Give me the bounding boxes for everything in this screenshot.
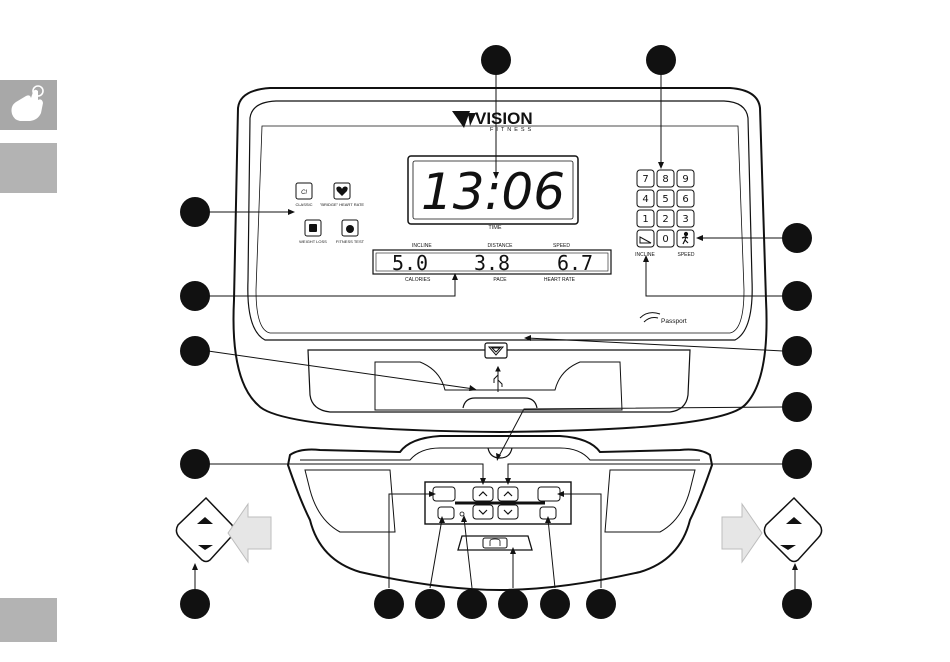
program-weight-loss-label: WEIGHT LOSS [299, 239, 327, 244]
scale-icon [309, 224, 317, 232]
keypad-key-6[interactable]: 6 [677, 190, 694, 207]
keypad-key-0[interactable]: 0 [657, 230, 674, 247]
vision-logo: VISION FITNESS [452, 109, 534, 133]
callout-circle [180, 281, 210, 311]
keypad-key-2[interactable]: 2 [657, 210, 674, 227]
svg-text:2: 2 [662, 214, 668, 225]
svg-text:9: 9 [682, 174, 688, 185]
keypad-key-5[interactable]: 5 [657, 190, 674, 207]
svg-text:3: 3 [682, 214, 688, 225]
center-badge [485, 343, 507, 358]
arrow-right-icon [722, 504, 762, 562]
matrix-bottom-label-2: PACE [493, 277, 507, 283]
apple-icon [346, 225, 354, 233]
program-heart-rate-label: "BRIDGE" HEART RATE [320, 202, 365, 207]
svg-text:0: 0 [662, 234, 668, 245]
console-lower-right-panel [605, 470, 695, 532]
program-weight-loss-button[interactable]: WEIGHT LOSS [299, 220, 327, 244]
matrix-bottom-label-3: HEART RATE [544, 277, 576, 283]
program-classic-label: CLASSIC [295, 202, 312, 207]
callout-circle [374, 589, 404, 619]
keypad-key-7[interactable]: 7 [637, 170, 654, 187]
speed-down-button[interactable] [498, 505, 518, 519]
program-fitness-test-button[interactable]: FITNESS TEST [336, 220, 365, 244]
svg-text:6: 6 [682, 194, 688, 205]
svg-text:7: 7 [642, 174, 648, 185]
incline-up-button[interactable] [473, 487, 493, 501]
callout-circle [540, 589, 570, 619]
keypad-key-1[interactable]: 1 [637, 210, 654, 227]
brand-name: VISION [475, 109, 533, 128]
keypad-key-4[interactable]: 4 [637, 190, 654, 207]
keypad-speed-label: SPEED [678, 252, 695, 258]
passport-label: Passport [661, 318, 687, 325]
console-lower-left-panel [305, 470, 395, 532]
program-classic-button[interactable]: Cl CLASSIC [295, 183, 312, 207]
keypad-key-9[interactable]: 9 [677, 170, 694, 187]
time-display: 13:06 TIME [408, 156, 578, 231]
callout-circle [782, 589, 812, 619]
keypad-key-3[interactable]: 3 [677, 210, 694, 227]
matrix-top-label-1: INCLINE [412, 243, 432, 249]
callout-circle [180, 449, 210, 479]
program-buttons: Cl CLASSIC "BRIDGE" HEART RATE WEIGHT LO… [295, 183, 364, 244]
program-fitness-test-label: FITNESS TEST [336, 239, 365, 244]
callout-circle [782, 223, 812, 253]
callout-circle [180, 589, 210, 619]
left-top-button[interactable] [433, 487, 455, 501]
matrix-value-distance: 3.8 [474, 251, 510, 275]
callout-circle [481, 45, 511, 75]
button-cluster [425, 482, 571, 524]
vision-v-icon [452, 111, 476, 128]
callout-circle [180, 197, 210, 227]
left-grip-button[interactable] [176, 498, 233, 562]
matrix-value-speed: 6.7 [557, 251, 593, 275]
callout-circle [415, 589, 445, 619]
callout-circle [498, 589, 528, 619]
classic-script-icon: Cl [301, 190, 307, 196]
svg-text:1: 1 [642, 214, 648, 225]
right-grip-button[interactable] [764, 498, 821, 562]
arrow-left-icon [228, 504, 271, 562]
program-heart-rate-button[interactable]: "BRIDGE" HEART RATE [320, 183, 365, 207]
matrix-bottom-label-1: CALORIES [405, 277, 431, 283]
passport-swoosh-icon [640, 313, 660, 322]
keypad-key-8[interactable]: 8 [657, 170, 674, 187]
callout-circle [782, 392, 812, 422]
callout-circle [782, 336, 812, 366]
callout-circle [457, 589, 487, 619]
keypad-incline-button[interactable] [637, 230, 654, 247]
callout-circle [782, 281, 812, 311]
passport-logo: Passport [640, 313, 687, 325]
callout-circle [180, 336, 210, 366]
matrix-value-incline: 5.0 [392, 251, 428, 275]
matrix-top-label-3: SPEED [553, 243, 570, 249]
svg-text:4: 4 [642, 194, 648, 205]
svg-text:8: 8 [662, 174, 668, 185]
speed-up-button[interactable] [498, 487, 518, 501]
keypad: 7 8 9 4 5 6 1 2 3 0 INCLINE SPEED [635, 170, 695, 258]
callout-circle [586, 589, 616, 619]
tray-notch [463, 398, 537, 408]
brand-sub: FITNESS [490, 127, 534, 133]
keypad-speed-button[interactable] [677, 230, 694, 247]
card-slot[interactable] [458, 536, 532, 550]
incline-down-button[interactable] [473, 505, 493, 519]
time-value: 13:06 [421, 163, 565, 221]
callout-circle [646, 45, 676, 75]
svg-text:5: 5 [662, 194, 668, 205]
right-top-button[interactable] [538, 487, 560, 501]
time-label: TIME [488, 225, 501, 231]
callout-circle [782, 449, 812, 479]
matrix-top-label-2: DISTANCE [488, 243, 514, 249]
matrix-display: INCLINE DISTANCE SPEED 5.0 3.8 6.7 CALOR… [373, 243, 611, 283]
left-bottom-button[interactable] [438, 507, 454, 519]
usb-icon[interactable] [494, 367, 502, 392]
